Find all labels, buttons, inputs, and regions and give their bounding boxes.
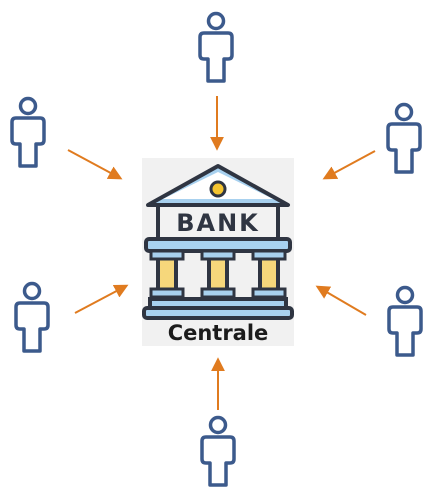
arrow-icon [67,149,123,180]
user-icon [386,102,422,174]
user-icon [10,96,46,168]
bank-building-icon: BANK [142,158,294,346]
arrow-icon [322,150,376,180]
bank-sign-text: BANK [176,209,260,237]
user-icon [198,11,234,83]
user-icon [200,415,236,487]
user-icon [387,285,423,357]
arrow-icon [74,284,129,314]
user-icon [14,281,50,353]
arrow-icon [315,285,367,316]
bank-caption: Centrale [168,321,269,345]
